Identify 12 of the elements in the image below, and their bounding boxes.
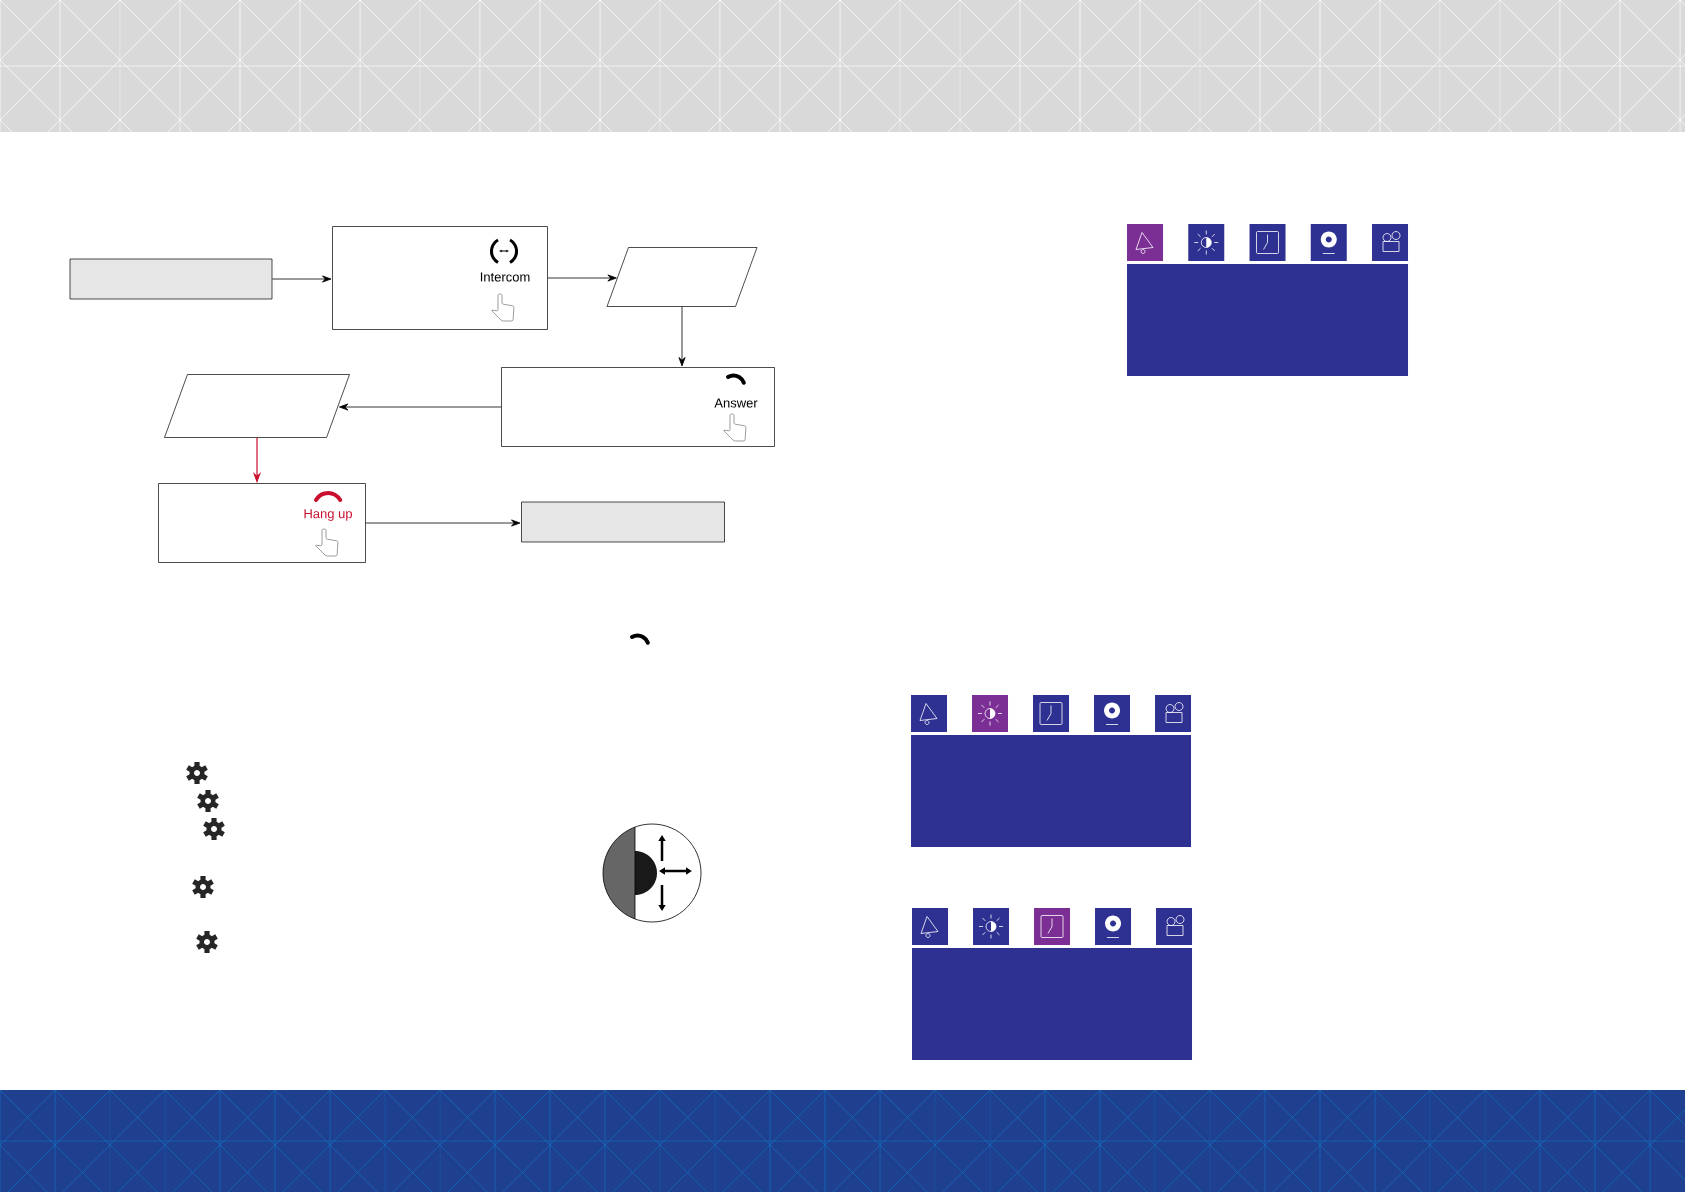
process-box: Hang up — [158, 483, 366, 563]
process-box: Answer — [501, 367, 775, 447]
parallelogram-shape — [164, 374, 350, 438]
arrow — [365, 519, 521, 527]
step-box — [69, 258, 273, 300]
process-box: Intercom — [332, 226, 548, 330]
arrow — [678, 306, 686, 367]
arrow — [271, 275, 332, 283]
step-box — [521, 501, 725, 543]
parallelogram-shape — [606, 247, 758, 307]
arrow — [547, 274, 617, 282]
arrow — [339, 403, 502, 411]
